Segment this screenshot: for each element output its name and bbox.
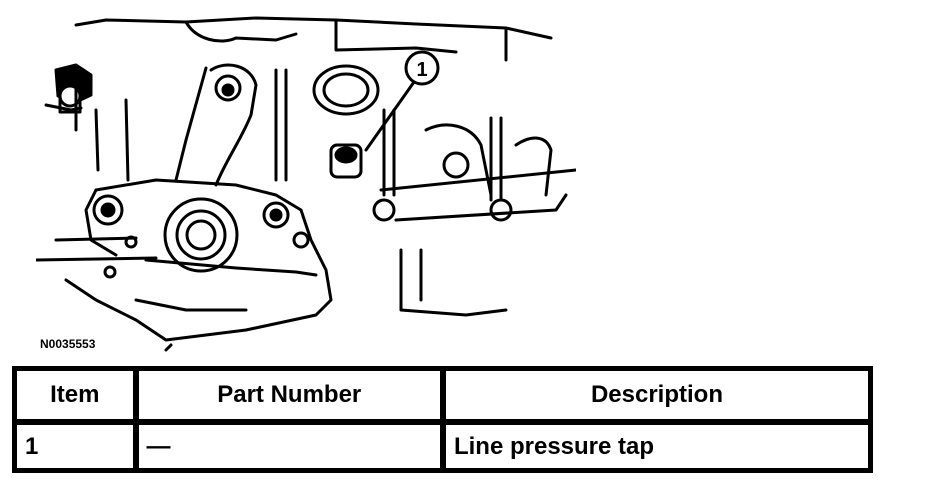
row-divider: [17, 419, 868, 425]
table-row: 1 — Line pressure tap: [17, 425, 868, 468]
cell-description: Line pressure tap: [445, 425, 868, 468]
cell-item: 1: [17, 425, 133, 468]
parts-table: Item Part Number Description 1 — Line pr…: [12, 366, 873, 473]
header-item: Item: [17, 371, 133, 419]
cell-part-number: —: [138, 425, 440, 468]
column-divider: [439, 371, 446, 419]
header-part-number: Part Number: [138, 371, 440, 419]
row-divider-cell: [17, 419, 868, 425]
callout-number: 1: [416, 59, 427, 81]
column-divider: [132, 371, 139, 419]
column-divider: [439, 425, 446, 468]
header-description: Description: [445, 371, 868, 419]
figure-id: N0035553: [40, 337, 96, 351]
line-pressure-tap-illustration: 1: [36, 16, 576, 352]
column-divider: [132, 425, 139, 468]
table-header-row: Item Part Number Description: [17, 371, 868, 419]
